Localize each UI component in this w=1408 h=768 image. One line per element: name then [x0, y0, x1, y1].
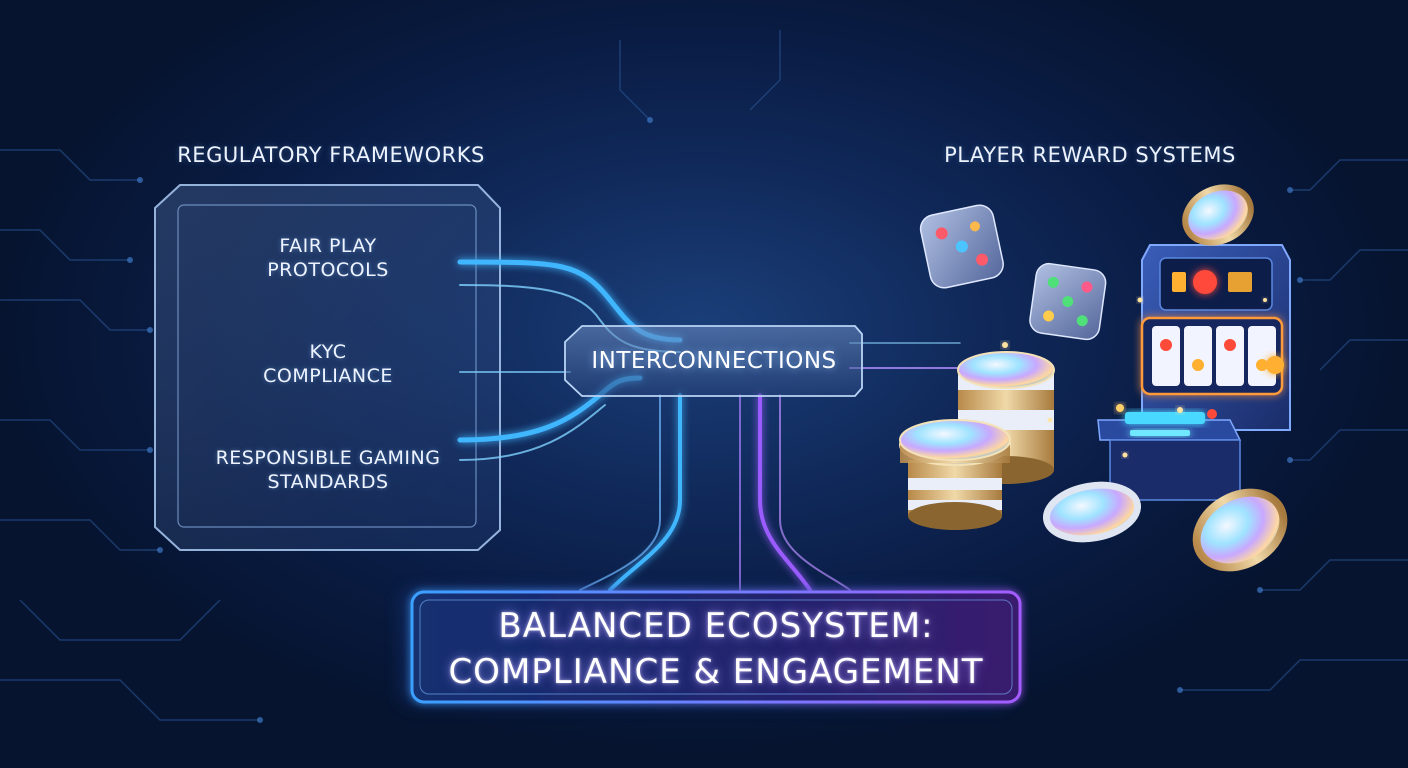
regulatory-frameworks-heading: REGULATORY FRAMEWORKS [177, 143, 485, 167]
banner-title: BALANCED ECOSYSTEM: COMPLIANCE & ENGAGEM… [416, 603, 1016, 695]
responsible-gaming-label: RESPONSIBLE GAMING STANDARDS [170, 446, 486, 494]
slot-machine-icon [1097, 244, 1291, 501]
flow-lines-down [579, 393, 851, 592]
balanced-ecosystem-banner [400, 588, 1022, 706]
player-reward-systems-heading: PLAYER REWARD SYSTEMS [944, 143, 1236, 167]
kyc-compliance-label: KYC COMPLIANCE [180, 340, 476, 388]
circuit-traces [0, 30, 1408, 721]
regulatory-panel [154, 184, 501, 551]
sparkle-effects [1002, 297, 1267, 458]
fair-play-line1: FAIR PLAY [279, 235, 377, 257]
kyc-line2: COMPLIANCE [263, 365, 393, 387]
banner-line2: COMPLIANCE & ENGAGEMENT [448, 652, 984, 692]
kyc-line1: KYC [309, 341, 347, 363]
fair-play-protocols-label: FAIR PLAY PROTOCOLS [180, 234, 476, 282]
responsible-gaming-line2: STANDARDS [267, 471, 389, 493]
dice-icon [1029, 262, 1107, 341]
responsible-gaming-line1: RESPONSIBLE GAMING [215, 447, 441, 469]
interconnections-label: INTERCONNECTIONS [591, 348, 837, 374]
interconnections-hub [564, 321, 863, 397]
circuit-nodes [127, 117, 1303, 723]
fair-play-line2: PROTOCOLS [267, 259, 389, 281]
casino-chip-icon [899, 184, 1288, 572]
banner-line1: BALANCED ECOSYSTEM: [498, 606, 934, 646]
dice-icon [919, 204, 1004, 289]
